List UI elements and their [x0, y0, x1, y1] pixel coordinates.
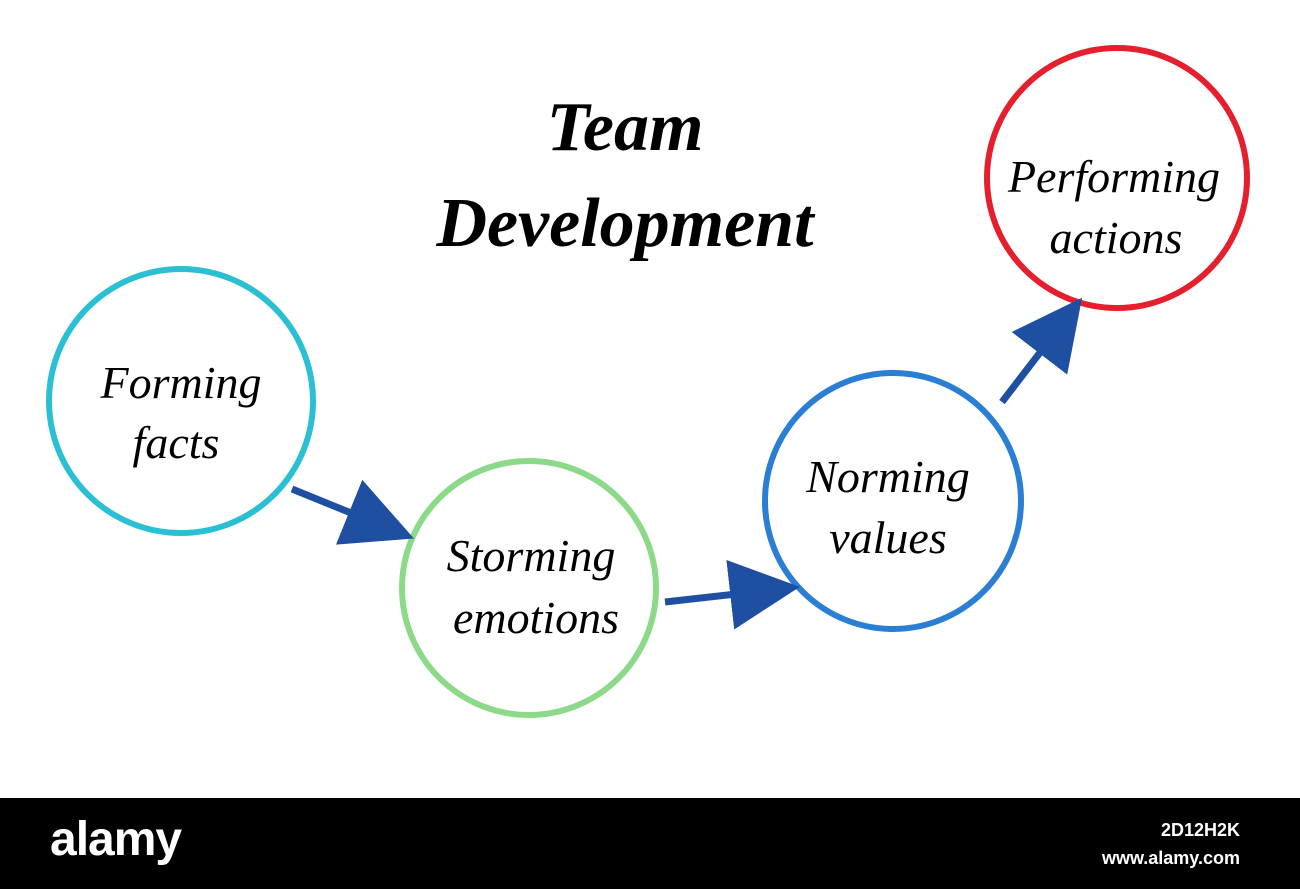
arrow-forming-to-storming [290, 479, 414, 545]
footer-url: www.alamy.com [1101, 848, 1240, 868]
stage-storming-label-line-2: emotions [453, 592, 619, 643]
stage-performing-label-line-2: actions [1050, 212, 1183, 263]
title-line-2: Development [436, 185, 814, 262]
diagram-title: Team Development [330, 80, 920, 272]
stage-performing-circle [984, 45, 1250, 311]
stage-norming-circle [762, 370, 1024, 632]
diagram-area: Team Development Forming facts Storming … [46, 45, 1250, 718]
image-id: 2D12H2K [1160, 820, 1240, 840]
stage-norming-label-line-1: Norming [805, 451, 970, 502]
stage-storming-circle [399, 458, 659, 718]
title-line-1: Team [546, 89, 704, 166]
stage-forming-circle [46, 266, 316, 536]
arrow-norming-to-performing [999, 297, 1083, 405]
stage-performing-label-line-1: Performing [1007, 151, 1220, 202]
alamy-logo: alamy [50, 813, 182, 866]
arrows [290, 297, 1083, 630]
team-development-diagram: Forming facts Storming emotions Norming … [46, 45, 1250, 718]
stage-forming: Forming facts [46, 266, 316, 536]
stage-norming: Norming values [762, 370, 1024, 632]
stage-storming: Storming emotions [399, 458, 659, 718]
stage-forming-label-line-2: facts [133, 417, 220, 468]
watermark-footer: alamy 2D12H2K www.alamy.com [0, 798, 1300, 889]
arrow-storming-to-norming [664, 559, 800, 630]
stage-forming-label-line-1: Forming [100, 357, 262, 408]
stage-storming-label-line-1: Storming [447, 530, 616, 581]
stage-norming-label-line-2: values [829, 512, 947, 563]
stage-performing: Performing actions [984, 45, 1250, 311]
